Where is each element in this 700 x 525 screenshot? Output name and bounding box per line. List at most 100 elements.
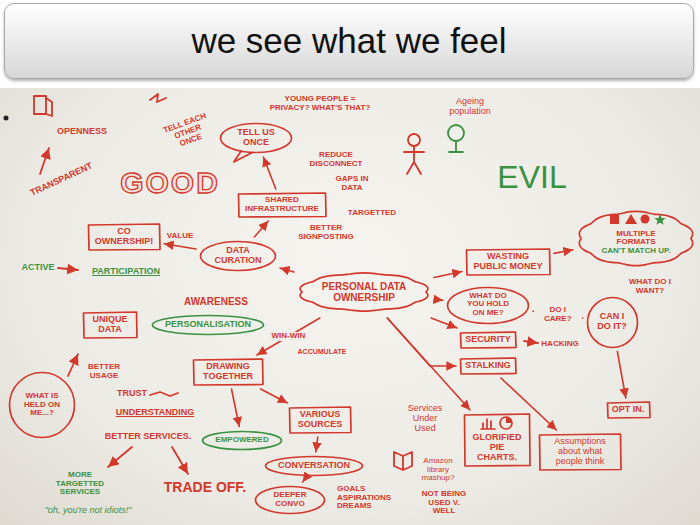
connector-arrow xyxy=(434,272,462,278)
arrow-doodle xyxy=(108,447,132,467)
process-box: OPT IN. xyxy=(606,401,651,419)
node-text: VARIOUS SOURCES xyxy=(294,410,346,430)
mindmap-note: AWARENESS xyxy=(184,296,248,307)
connector-arrow xyxy=(280,268,294,272)
mindmap-note: UNDERSTANDING xyxy=(116,408,194,418)
connector-arrow xyxy=(554,250,573,254)
spark-doodle xyxy=(150,94,166,102)
connector-arrow xyxy=(387,318,456,366)
mindmap-note: PARTICIPATION xyxy=(92,267,160,277)
node-text: TELL US ONCE xyxy=(233,128,279,148)
heading-word: EVIL xyxy=(497,160,566,195)
mindmap-note: TRANSPARENT xyxy=(29,161,94,198)
mindmap-note: TELL EACH OTHER ONCE xyxy=(162,112,214,153)
connector-arrow xyxy=(232,389,240,427)
edge-label: DO I CARE? xyxy=(534,306,582,323)
mindmap-note: "oh, you're not idiots!" xyxy=(45,506,132,516)
note-box: Assumptions about what people think xyxy=(538,433,622,471)
person-figure xyxy=(408,134,420,146)
book-icon xyxy=(394,452,412,470)
mindmap-note: BETTER SERVICES. xyxy=(105,432,191,442)
mindmap-note: OPENNESS xyxy=(57,127,107,137)
node-text: PERSONAL DATA OWNERSHIP xyxy=(319,281,409,303)
connector-arrow xyxy=(501,378,557,430)
process-box: SHARED INFRASTRUCTURE xyxy=(237,192,327,218)
connector-arrow xyxy=(263,157,275,189)
chart-box: GLORIFIED PIE CHARTS. xyxy=(463,413,531,467)
node-text: MULTIPLE FORMATS xyxy=(598,230,674,248)
node-text: DEEPER CONVO xyxy=(268,491,312,509)
mindmap-note: TARGETTED xyxy=(348,209,396,218)
arrow-doodle xyxy=(172,447,188,474)
arrow-doodle xyxy=(68,354,78,376)
edge-label: WIN-WIN xyxy=(269,332,307,340)
mindmap-note: ACTIVE xyxy=(21,263,54,273)
topic-oval: CONVERSATION xyxy=(264,455,364,477)
mindmap-note: MORE TARGETTED SERVICES xyxy=(45,471,115,497)
mindmap-note: HACKING xyxy=(541,340,578,349)
node-subtext: CAN'T MATCH UP. xyxy=(598,247,674,256)
arrow-doodle xyxy=(58,268,78,270)
mindmap-note: BETTER SIGNPOSTING xyxy=(296,224,356,242)
node-text: CAN I DO IT? xyxy=(594,312,630,332)
node-text: EMPOWERED xyxy=(215,436,269,445)
squiggle-doodle xyxy=(150,392,178,396)
mindmap-note: YOUNG PEOPLE = PRIVACY? WHAT'S THAT? xyxy=(264,95,376,113)
arrow-doodle xyxy=(40,148,49,174)
node-text: GLORIFIED PIE CHARTS. xyxy=(469,433,525,463)
mindmap-note: ACCUMULATE xyxy=(298,348,347,356)
mindmap-note: TRADE OFF. xyxy=(164,480,246,495)
mindmap-note: NOT BEING USED V. WELL xyxy=(419,490,469,516)
speech-bubble: TELL US ONCE xyxy=(219,122,293,154)
connector-arrow xyxy=(261,389,288,403)
mindmap-note: BETTER USAGE xyxy=(84,363,124,381)
connector-arrow xyxy=(431,318,457,328)
connector-arrow xyxy=(254,221,268,237)
process-box: WASTING PUBLIC MONEY xyxy=(465,248,551,276)
process-box: DRAWING TOGETHER xyxy=(192,358,264,386)
node-text: WHAT IS HELD ON ME...? xyxy=(17,392,67,418)
node-text: OPT IN. xyxy=(612,405,645,415)
connector-arrow xyxy=(164,244,196,249)
connector-arrow xyxy=(387,318,470,410)
mindmap-note: GOALS ASPIRATIONS DREAMS xyxy=(337,485,407,511)
node-text: UNIQUE DATA xyxy=(88,315,132,335)
node-text: Assumptions about what people think xyxy=(544,437,616,467)
door-icon xyxy=(46,98,52,116)
node-text: SECURITY xyxy=(465,335,511,345)
process-box: VARIOUS SOURCES xyxy=(288,406,352,434)
process-box: STALKING xyxy=(459,357,517,375)
connector-arrow xyxy=(617,352,625,399)
heading-word: GOOD xyxy=(120,166,220,199)
mindmap-note: GAPS IN DATA xyxy=(332,175,372,193)
mindmap-note: WHAT DO I WANT? xyxy=(627,278,673,296)
node-text: DATA CURATION xyxy=(213,246,263,266)
tree-doodle xyxy=(449,141,463,152)
topic-oval: WHAT DO YOU HOLD ON ME? xyxy=(446,286,530,325)
node-text: WASTING PUBLIC MONEY xyxy=(471,252,545,272)
arrow-doodle xyxy=(524,341,538,343)
node-text: CONVERSATION xyxy=(278,461,350,471)
tree-doodle xyxy=(448,125,464,141)
connector-arrow xyxy=(316,437,318,452)
node-text: STALKING xyxy=(465,361,511,371)
topic-oval: DEEPER CONVO xyxy=(254,485,326,515)
topic-oval: DATA CURATION xyxy=(199,240,277,272)
central-cloud: PERSONAL DATA OWNERSHIP xyxy=(297,269,431,315)
question-circle: CAN I DO IT? xyxy=(586,296,639,349)
mindmap-note: REDUCE DISCONNECT xyxy=(296,151,376,169)
mindmap-note: Amazon library mashup? xyxy=(416,457,460,483)
node-text: WHAT DO YOU HOLD ON ME? xyxy=(460,292,516,318)
node-text: PERSONALISATION xyxy=(165,320,251,330)
node-text: DRAWING TOGETHER xyxy=(198,362,258,382)
connector-arrow xyxy=(303,480,304,482)
slide-title: we see what we feel xyxy=(191,21,506,61)
process-box: UNIQUE DATA xyxy=(82,311,138,339)
format-cloud: MULTIPLE FORMATSCAN'T MATCH UP. xyxy=(576,208,696,269)
pin-dot xyxy=(4,116,9,121)
node-text: SHARED INFRASTRUCTURE xyxy=(243,196,321,214)
mindmap-note: Services Under Used xyxy=(402,404,448,434)
mindmap-note: TRUST xyxy=(117,389,147,399)
topic-oval: EMPOWERED xyxy=(201,430,283,451)
